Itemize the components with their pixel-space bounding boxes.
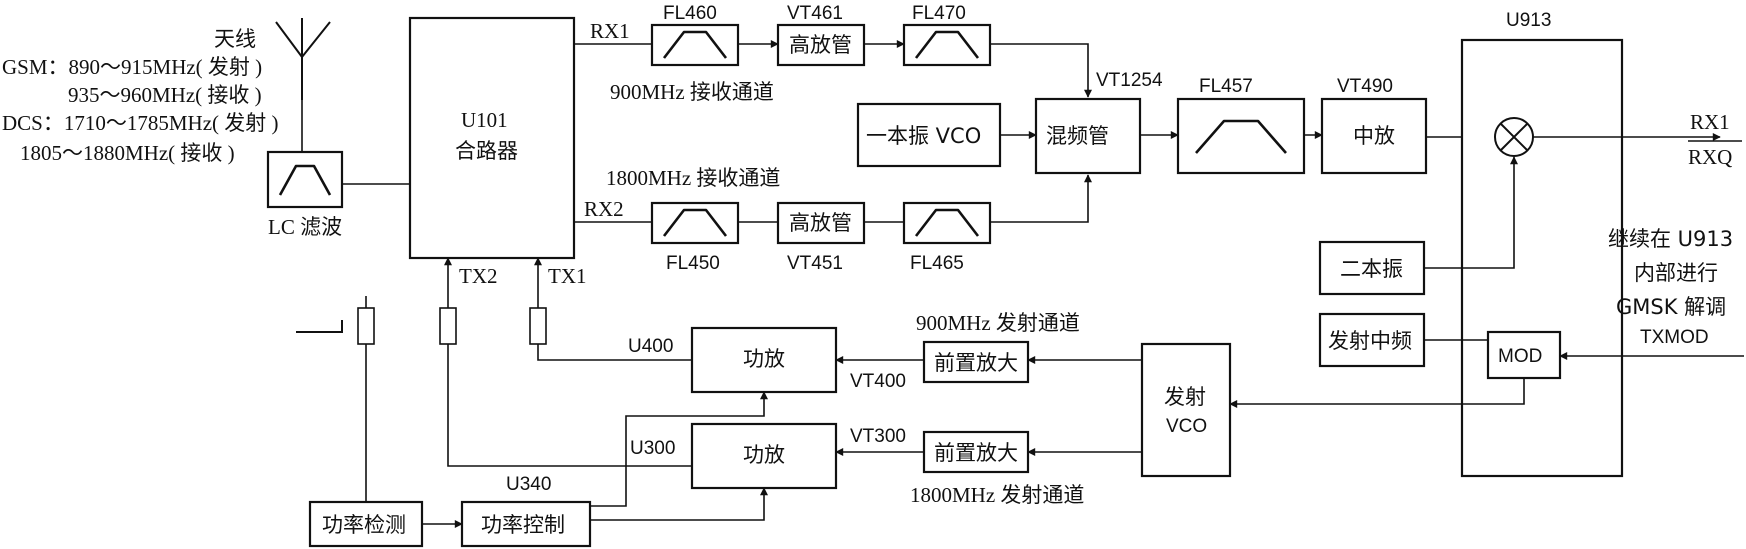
antenna-icon: [275, 18, 331, 152]
fl465-ref: FL465: [910, 253, 964, 274]
power-detect-name: 功率检测: [322, 513, 406, 537]
vt400-name: 前置放大: [934, 351, 1018, 375]
u913-note-1: 继续在 U913: [1608, 227, 1733, 251]
mixer-ref: VT1254: [1096, 70, 1163, 91]
lc-filter-label: LC 滤波: [268, 215, 342, 239]
vt400-box: [922, 340, 1030, 384]
wire-lo2-to-mixer: [1424, 156, 1518, 269]
tx-if-name: 发射中频: [1328, 329, 1412, 353]
lo1-name: 一本振 VCO: [866, 124, 981, 148]
vt300-box: [922, 430, 1030, 474]
vt300-name: 前置放大: [934, 441, 1018, 465]
power-ctrl-box: [460, 500, 592, 548]
rx1-port-label: RX1: [590, 19, 630, 43]
tx-vco-line1: 发射: [1164, 385, 1206, 409]
u101-name: 合路器: [455, 139, 518, 163]
u300-box: [690, 422, 838, 490]
wire-fl465-to-mixer: [990, 174, 1092, 223]
mixer-symbol-icon: [1494, 117, 1534, 157]
wire-ctrl-to-u300: [590, 487, 768, 521]
vt451-name: 高放管: [789, 211, 852, 235]
power-ctrl-ref: U340: [506, 474, 551, 495]
u913-note-2: 内部进行: [1634, 261, 1718, 285]
wire-mod-to-txvco: [1229, 378, 1525, 408]
vt490-name: 中放: [1353, 124, 1395, 148]
fl460-ref: FL460: [663, 3, 717, 24]
u400-name: 功放: [743, 347, 785, 371]
fl470-filter: [902, 23, 992, 67]
power-ctrl-name: 功率控制: [481, 513, 565, 537]
tx-vco-line2: VCO: [1166, 416, 1207, 437]
tx1800-channel-label: 1800MHz 发射通道: [910, 483, 1084, 507]
vt461-name: 高放管: [789, 33, 852, 57]
wire-ctrl-to-u400: [590, 391, 768, 507]
u400-box: [690, 326, 838, 394]
fl457-ref: FL457: [1199, 76, 1253, 97]
tx-vco-box: [1140, 342, 1232, 478]
u300-name: 功放: [743, 443, 785, 467]
output-rxq: RXQ: [1688, 145, 1732, 169]
detect-coupler: [357, 307, 375, 345]
mixer-box: [1034, 97, 1142, 175]
u400-ref: U400: [628, 336, 673, 357]
vt451-box: [776, 201, 866, 245]
vt300-ref: VT300: [850, 426, 906, 447]
tx1-port-label: TX1: [548, 264, 587, 288]
rx2-port-label: RX2: [584, 197, 624, 221]
fl450-ref: FL450: [666, 253, 720, 274]
txmod-label: TXMOD: [1640, 327, 1709, 348]
u101-ref: U101: [461, 108, 508, 132]
u101-box: [408, 16, 576, 260]
band-dcs-rx: 1805～1880MHz( 接收 ): [20, 141, 235, 165]
fl460-filter: [650, 23, 740, 67]
tx-if-box: [1318, 312, 1426, 368]
tx2-port-label: TX2: [459, 264, 498, 288]
tx900-channel-label: 900MHz 发射通道: [916, 311, 1080, 335]
tx2-coupler: [439, 307, 457, 345]
u913-note-3: GMSK 解调: [1616, 295, 1726, 319]
fl470-ref: FL470: [912, 3, 966, 24]
vt451-ref: VT451: [787, 253, 843, 274]
vt490-ref: VT490: [1337, 76, 1393, 97]
wire-fl470-to-mixer: [990, 43, 1092, 98]
mixer-name: 混频管: [1046, 124, 1109, 148]
band-gsm-tx: GSM：890～915MHz( 发射 ): [2, 55, 262, 79]
rx900-channel-label: 900MHz 接收通道: [610, 80, 774, 104]
lo2-name: 二本振: [1340, 257, 1403, 281]
vt461-box: [776, 23, 866, 67]
band-dcs-tx: DCS：1710～1785MHz( 发射 ): [2, 111, 279, 135]
lc-filter: [266, 150, 344, 209]
antenna-label: 天线: [214, 27, 256, 51]
rx1800-channel-label: 1800MHz 接收通道: [606, 166, 780, 190]
tx1-coupler: [529, 307, 547, 345]
fl457-filter: [1176, 97, 1306, 175]
u300-ref: U300: [630, 438, 675, 459]
ground-icon: [296, 320, 343, 333]
lo2-box: [1318, 240, 1426, 296]
power-detect-box: [308, 500, 424, 548]
band-gsm-rx: 935～960MHz( 接收 ): [68, 83, 262, 107]
vt461-ref: VT461: [787, 3, 843, 24]
wire-u300-to-tx2: [444, 257, 692, 467]
u913-box: [1460, 38, 1624, 478]
mod-name: MOD: [1498, 346, 1542, 367]
vt490-box: [1320, 97, 1428, 175]
u913-ref: U913: [1506, 10, 1551, 31]
mod-box: [1486, 330, 1562, 380]
fl450-filter: [650, 201, 740, 245]
vt400-ref: VT400: [850, 371, 906, 392]
fl465-filter: [902, 201, 992, 245]
output-rx1: RX1: [1690, 110, 1730, 134]
